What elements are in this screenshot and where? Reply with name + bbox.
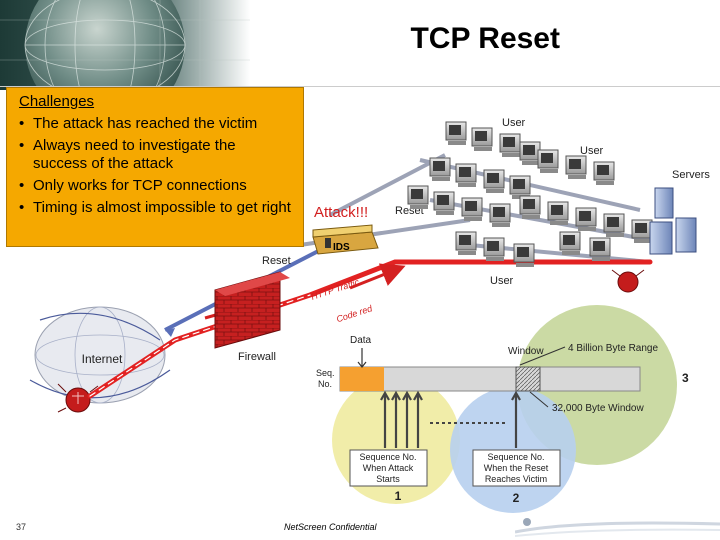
- challenge-item: •Always need to investigate the success …: [19, 137, 236, 172]
- computer-icon: [593, 161, 615, 185]
- reset-label-left: Reset: [262, 255, 291, 267]
- sequence-arrows: [380, 390, 521, 448]
- sequence-bar: [339, 366, 641, 392]
- challenge-text: Timing is almost impossible to get right: [33, 199, 291, 216]
- computer-icon: [483, 169, 505, 193]
- circle1-number: 1: [395, 489, 402, 503]
- firewall-label: Firewall: [238, 351, 276, 363]
- user-label-bottom: User: [490, 275, 514, 287]
- computer-icon: [483, 237, 505, 261]
- computer-icon: [559, 231, 581, 255]
- computer-icon: [455, 231, 477, 255]
- data-label: Data: [350, 335, 372, 346]
- firewall-wall: [214, 271, 290, 349]
- challenge-text: The attack has reached the victim: [33, 115, 258, 132]
- challenges-box: Challenges •The attack has reached the v…: [6, 87, 304, 247]
- challenges-heading: Challenges: [19, 93, 95, 110]
- computer-icon: [575, 207, 597, 231]
- computer-icon: [589, 237, 611, 261]
- footer-logo-swoosh: [515, 518, 720, 537]
- window-segment: [515, 366, 541, 392]
- user-label-top: User: [502, 117, 526, 129]
- computer-icon: [519, 141, 541, 165]
- title-divider: [0, 86, 720, 87]
- user-label-mid: User: [580, 145, 604, 157]
- circle2-number: 2: [513, 491, 520, 505]
- globe-header-image: [0, 0, 250, 90]
- challenge-text: Always need to investigate the success o…: [33, 137, 236, 172]
- page-number: 37: [16, 522, 27, 532]
- challenge-item: •Timing is almost impossible to get righ…: [19, 199, 291, 216]
- ids-label: IDS: [333, 242, 350, 253]
- victim-bug-icon: [611, 269, 645, 293]
- attack-seq-line1: Sequence No.: [359, 452, 416, 462]
- circle3-number: 3: [682, 371, 689, 385]
- reset-seq-line3: Reaches Victim: [485, 474, 547, 484]
- challenge-text: Only works for TCP connections: [33, 177, 247, 194]
- computer-icon: [445, 121, 467, 145]
- attacker-bug-icon: [57, 383, 99, 413]
- http-traffic-label: HTTP Traffic: [310, 277, 361, 302]
- code-red-label: Code red: [335, 303, 374, 324]
- challenges-list: •The attack has reached the victim •Alwa…: [19, 115, 293, 217]
- computer-icon: [433, 191, 455, 215]
- servers-label: Servers: [672, 169, 710, 181]
- computer-icon: [489, 203, 511, 227]
- reset-seq-box: [472, 449, 561, 487]
- window-label: Window: [508, 346, 544, 357]
- internet-label: Internet: [82, 352, 123, 366]
- confidential-footer: NetScreen Confidential: [284, 522, 377, 532]
- computer-icon: [429, 157, 451, 181]
- byte-range-label: 4 Billion Byte Range: [568, 343, 658, 354]
- computer-icon: [407, 185, 429, 209]
- user-computers: [407, 121, 653, 267]
- computer-icon: [455, 163, 477, 187]
- reset-seq-line2: When the Reset: [484, 463, 549, 473]
- data-segment: [340, 367, 384, 391]
- computer-icon: [537, 149, 559, 173]
- computer-icon: [547, 201, 569, 225]
- attack-seq-box: [349, 449, 428, 487]
- computer-icon: [513, 243, 535, 267]
- attack-label: Attack!!!: [314, 204, 368, 221]
- reset-seq-line1: Sequence No.: [487, 452, 544, 462]
- server-rack: [649, 187, 697, 255]
- seq-label-line2: No.: [318, 379, 332, 389]
- challenge-item: •Only works for TCP connections: [19, 177, 247, 194]
- attack-traffic-path: [87, 259, 653, 399]
- attack-seq-line3: Starts: [376, 474, 400, 484]
- ids-device: [312, 224, 379, 255]
- computer-icon: [471, 127, 493, 151]
- computer-icon: [461, 197, 483, 221]
- computer-icon: [565, 155, 587, 179]
- seq-label-line1: Seq.: [316, 368, 335, 378]
- challenge-item: •The attack has reached the victim: [19, 115, 258, 132]
- attack-seq-line2: When Attack: [363, 463, 414, 473]
- computer-icon: [519, 195, 541, 219]
- slide-title: TCP Reset: [410, 22, 560, 55]
- internet-cloud: [29, 306, 171, 404]
- computer-icon: [631, 219, 653, 243]
- computer-icon: [499, 133, 521, 157]
- byte-window-label: 32,000 Byte Window: [552, 403, 644, 414]
- computer-icon: [603, 213, 625, 237]
